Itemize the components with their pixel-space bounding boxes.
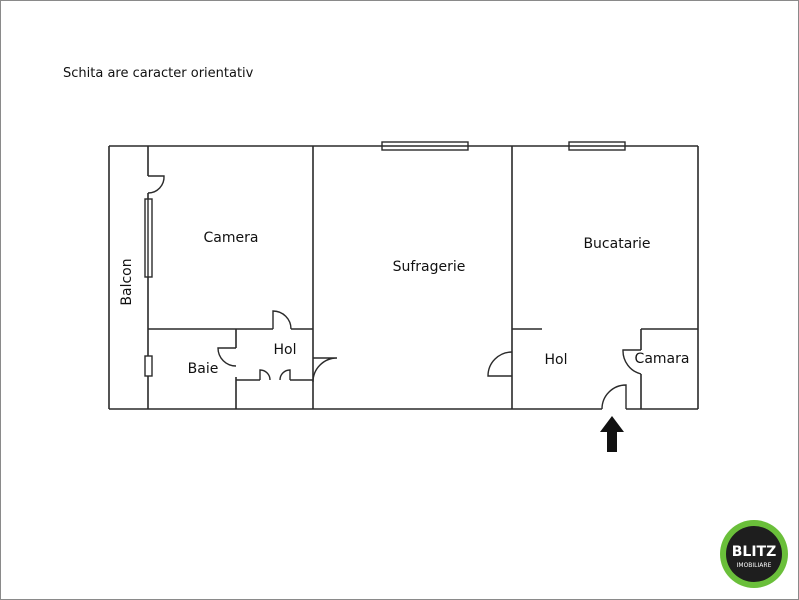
room-label-camera: Camera <box>204 230 259 246</box>
door-camara <box>622 349 642 375</box>
door-camera <box>272 310 292 330</box>
room-label-hol-right: Hol <box>545 352 568 368</box>
entrance-arrow-icon <box>600 416 624 452</box>
door-closet-right <box>279 369 291 381</box>
room-label-balcon: Balcon <box>119 258 135 305</box>
doors <box>147 175 642 410</box>
disclaimer-note: Schita are caracter orientativ <box>63 66 254 81</box>
room-label-sufragerie: Sufragerie <box>393 259 466 275</box>
room-label-bucatarie: Bucatarie <box>583 236 650 252</box>
blitz-logo: BLITZ IMOBILIARE <box>720 520 788 588</box>
room-label-camara: Camara <box>635 351 690 367</box>
logo-core <box>726 526 782 582</box>
room-label-baie: Baie <box>188 361 219 377</box>
windows <box>144 141 626 377</box>
walls <box>108 145 699 410</box>
logo-sub: IMOBILIARE <box>737 562 772 569</box>
door-sufragerie <box>312 357 338 383</box>
door-baie <box>217 347 237 367</box>
door-closet-left <box>259 369 271 381</box>
door-balcon <box>147 175 165 194</box>
door-entrance <box>601 384 627 410</box>
logo-word: BLITZ <box>732 544 777 560</box>
door-bucatarie <box>487 351 513 377</box>
window-baie-balcon <box>144 355 153 377</box>
room-label-hol-left: Hol <box>274 342 297 358</box>
